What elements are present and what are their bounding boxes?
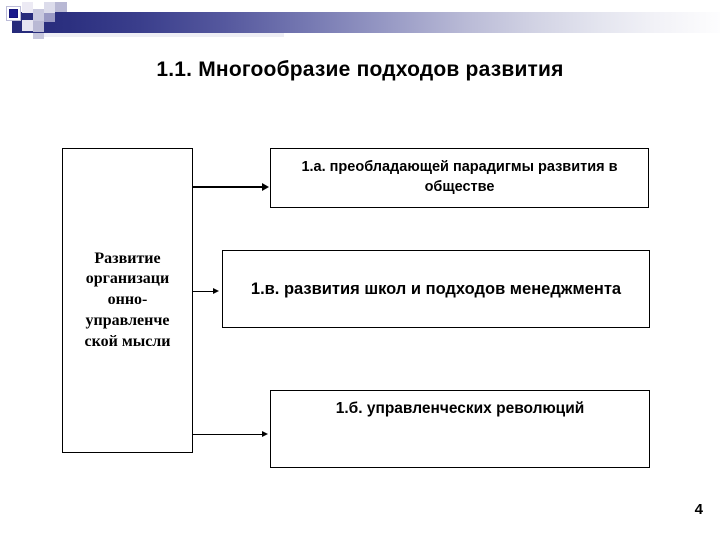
page-number: 4 bbox=[694, 501, 703, 518]
header-square-decor-3 bbox=[33, 9, 44, 21]
diagram-node-source-label: Развитие организаци онно-управленче ской… bbox=[84, 249, 171, 350]
diagram-node-1v[interactable]: 1.в. развития школ и подходов менеджмент… bbox=[222, 250, 650, 328]
header-square-decor-5 bbox=[44, 2, 55, 13]
header-square-decor-7 bbox=[55, 2, 67, 12]
header-gradient-bar bbox=[12, 12, 720, 33]
page-title: 1.1. Многообразие подходов развития bbox=[156, 58, 564, 81]
arrowhead-1a-icon bbox=[262, 183, 269, 191]
diagram-node-1b[interactable]: 1.б. управленческих революций bbox=[270, 390, 650, 468]
header-square-decor-8 bbox=[12, 33, 24, 39]
header-square-decor-4 bbox=[33, 21, 44, 32]
header-marker-square-core-icon bbox=[10, 10, 17, 17]
connector-source-to-1a bbox=[193, 186, 263, 188]
diagram-node-1b-label: 1.б. управленческих революций bbox=[335, 400, 585, 417]
arrowhead-1v-icon bbox=[213, 288, 219, 294]
header-underline-decor bbox=[44, 33, 284, 37]
header-square-decor-2 bbox=[22, 20, 33, 31]
diagram-node-source[interactable]: Развитие организаци онно-управленче ской… bbox=[62, 148, 193, 453]
diagram-node-1a-label: 1.а. преобладающей парадигмы развития в … bbox=[301, 159, 618, 195]
header-square-decor-6 bbox=[44, 13, 55, 22]
header-square-decor-1 bbox=[22, 2, 33, 13]
header-square-decor-9 bbox=[33, 33, 44, 39]
connector-source-to-1b bbox=[193, 434, 263, 435]
diagram-node-1v-label: 1.в. развития школ и подходов менеджмент… bbox=[250, 279, 622, 298]
arrowhead-1b-icon bbox=[262, 431, 268, 437]
connector-source-to-1v bbox=[193, 291, 214, 292]
diagram-node-1a[interactable]: 1.а. преобладающей парадигмы развития в … bbox=[270, 148, 649, 208]
